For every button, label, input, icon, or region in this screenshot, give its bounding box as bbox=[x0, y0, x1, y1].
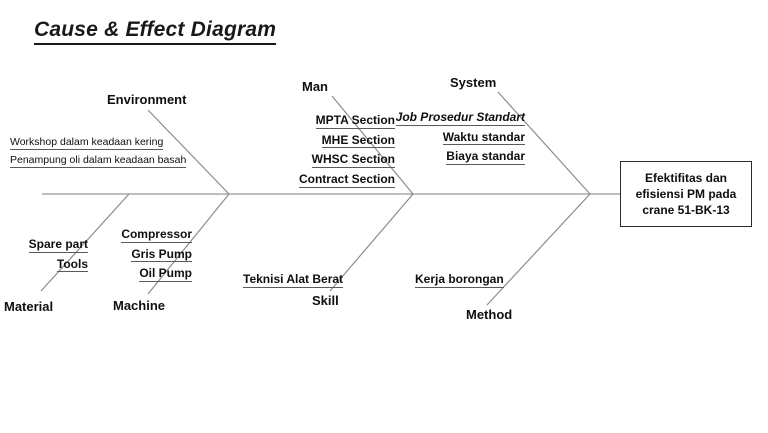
cause-man-3: WHSC Section bbox=[311, 152, 395, 168]
cause-group-man: MPTA Section MHE Section WHSC Section Co… bbox=[238, 113, 395, 192]
cause-method-1: Kerja borongan bbox=[415, 272, 504, 288]
category-label-man: Man bbox=[302, 79, 328, 94]
page-title: Cause & Effect Diagram bbox=[34, 18, 277, 46]
cause-group-material: Spare part Tools bbox=[2, 237, 88, 276]
category-label-material: Material bbox=[4, 299, 54, 314]
category-label-system: System bbox=[450, 75, 497, 90]
cause-group-system: Job Prosedur Standart Waktu standar Biay… bbox=[366, 110, 525, 169]
bone-machine bbox=[147, 193, 230, 295]
category-label-method: Method bbox=[466, 307, 513, 322]
cause-system-1: Job Prosedur Standart bbox=[395, 110, 525, 126]
bone-man bbox=[331, 95, 414, 195]
cause-machine-1: Compressor bbox=[121, 227, 192, 243]
cause-system-3: Biaya standar bbox=[446, 149, 525, 165]
cause-environment-2: Penampung oli dalam keadaan basah bbox=[10, 153, 187, 168]
bone-system bbox=[497, 91, 591, 195]
cause-system-2: Waktu standar bbox=[442, 129, 525, 146]
cause-group-environment: Workshop dalam keadaan kering Penampung … bbox=[10, 136, 200, 172]
bone-environment bbox=[147, 109, 230, 195]
cause-group-method: Kerja borongan bbox=[415, 272, 511, 292]
bone-material bbox=[40, 193, 130, 292]
category-label-machine: Machine bbox=[113, 298, 166, 313]
category-label-skill: Skill bbox=[312, 293, 339, 308]
cause-machine-3: Oil Pump bbox=[139, 266, 192, 282]
bone-method bbox=[486, 193, 591, 306]
cause-skill-1: Teknisi Alat Berat bbox=[243, 272, 344, 288]
cause-man-4: Contract Section bbox=[298, 171, 395, 188]
cause-man-2: MHE Section bbox=[321, 132, 395, 149]
bone-skill bbox=[329, 193, 414, 292]
cause-group-machine: Compressor Gris Pump Oil Pump bbox=[96, 227, 192, 286]
cause-material-1: Spare part bbox=[28, 237, 88, 253]
cause-man-1: MPTA Section bbox=[315, 113, 395, 129]
effect-box: Efektifitas dan efisiensi PM pada crane … bbox=[620, 161, 752, 227]
cause-machine-2: Gris Pump bbox=[131, 246, 192, 263]
cause-environment-1: Workshop dalam keadaan kering bbox=[10, 136, 164, 150]
cause-group-skill: Teknisi Alat Berat bbox=[243, 272, 363, 292]
category-label-environment: Environment bbox=[107, 92, 187, 107]
cause-material-2: Tools bbox=[56, 256, 88, 273]
